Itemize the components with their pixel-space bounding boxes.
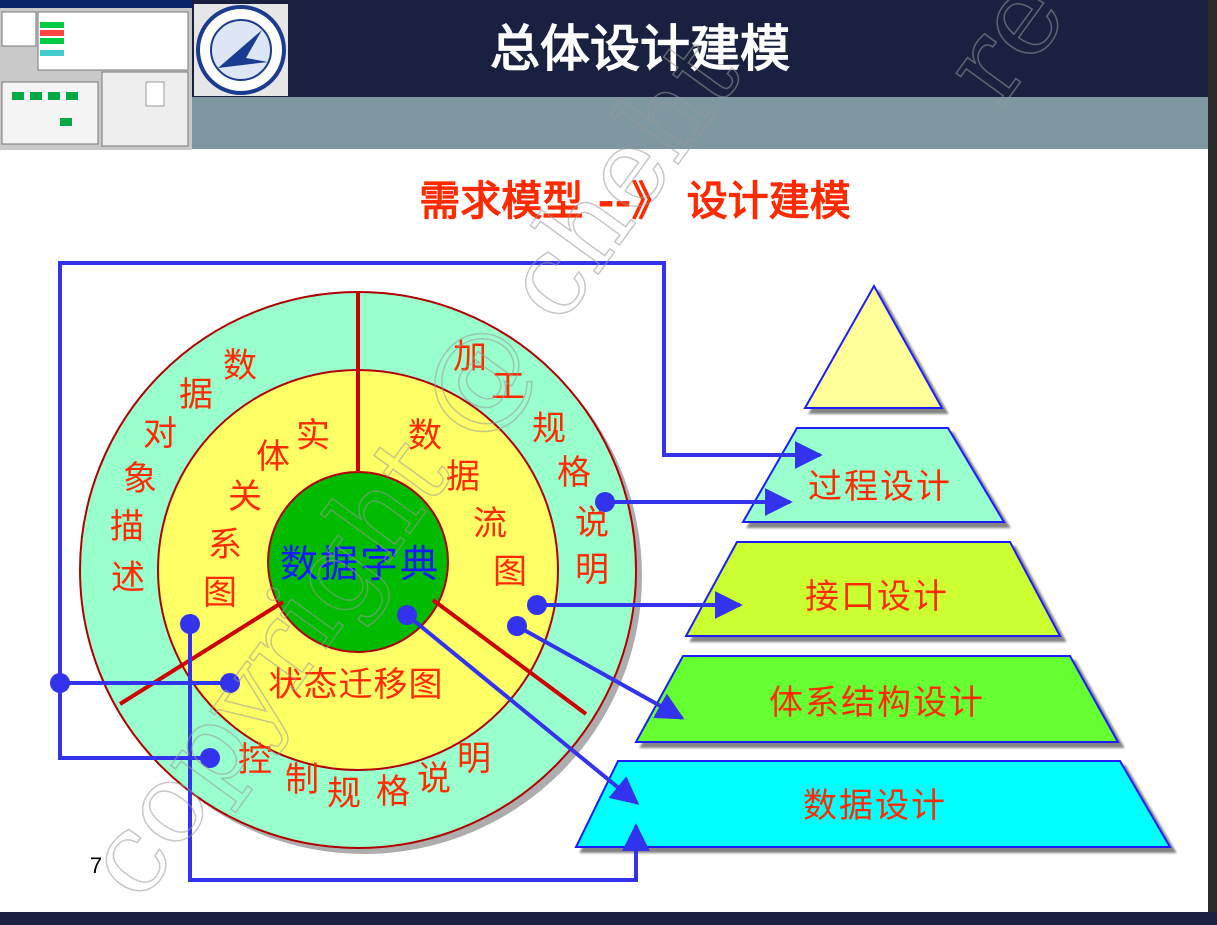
svg-text:数: 数 (223, 346, 257, 386)
design-model-pyramid (574, 283, 1172, 848)
interface-design-label: 接口设计 (805, 577, 949, 617)
divider-left (118, 600, 285, 706)
svg-text:明: 明 (575, 550, 609, 590)
svg-text:格: 格 (376, 772, 410, 812)
arrow-origin-dots (50, 492, 615, 768)
control-specification-label: 控 制 规 格 说 明 (238, 739, 491, 814)
svg-text:据: 据 (179, 375, 213, 415)
architecture-design-label: 体系结构设计 (769, 683, 985, 723)
page-number: 7 (90, 853, 102, 878)
svg-text:图: 图 (493, 552, 527, 592)
data-object-description-label: 数 据 对 象 描 述 (110, 346, 257, 598)
svg-text:工: 工 (491, 367, 525, 407)
svg-text:系: 系 (208, 525, 242, 565)
arrow-control-spec (58, 683, 210, 760)
arrow-dictionary-to-data (405, 613, 640, 805)
slide-subtitle: 需求模型 --》 设计建模 (419, 177, 851, 225)
svg-text:对: 对 (143, 414, 177, 454)
data-design-label: 数据设计 (803, 786, 947, 826)
svg-text:数: 数 (408, 416, 442, 456)
process-specification-label: 加 工 规 格 说 明 (453, 337, 609, 590)
svg-text:述: 述 (111, 558, 145, 598)
svg-text:描: 描 (110, 507, 144, 547)
svg-text:实: 实 (296, 416, 330, 456)
divider-right (431, 598, 588, 716)
procedural-design-label: 过程设计 (808, 467, 952, 507)
svg-text:流: 流 (473, 504, 507, 544)
svg-text:加: 加 (453, 337, 487, 377)
svg-text:制: 制 (285, 760, 319, 800)
pyramid-level-top (803, 283, 944, 409)
arrow-er-to-data (188, 624, 650, 882)
svg-text:明: 明 (457, 739, 491, 779)
university-seal-logo (194, 4, 288, 96)
state-transition-diagram-label: 状态迁移图 (269, 665, 444, 705)
data-flow-diagram-label: 数 据 流 图 (408, 416, 527, 592)
mapping-arrows (58, 261, 823, 882)
analysis-model-diagram: 数据字典 实 体 关 系 图 数 据 流 图 状态迁移图 数 据 对 象 描 述 (79, 291, 642, 854)
pyramid-level-architecture (634, 655, 1120, 743)
svg-text:规: 规 (327, 774, 361, 814)
svg-text:据: 据 (446, 457, 480, 497)
slide-header: 总体设计建模 (0, 0, 1208, 150)
page-title: 总体设计建模 (490, 19, 790, 78)
svg-text:规: 规 (532, 409, 566, 449)
svg-text:体: 体 (256, 437, 290, 477)
svg-text:象: 象 (123, 459, 157, 499)
svg-text:关: 关 (228, 477, 262, 517)
svg-text:图: 图 (203, 573, 237, 613)
svg-text:说: 说 (417, 759, 451, 799)
svg-text:控: 控 (238, 740, 272, 780)
entity-relation-diagram-label: 实 体 关 系 图 (203, 416, 330, 613)
pyramid-level-data (574, 760, 1172, 848)
svg-text:格: 格 (557, 453, 591, 493)
arrow-dfd-to-architecture (516, 624, 685, 720)
arrow-to-procedural-design (58, 261, 823, 683)
data-dictionary-label: 数据字典 (280, 542, 440, 586)
thumbnail-screenshot (0, 0, 192, 150)
